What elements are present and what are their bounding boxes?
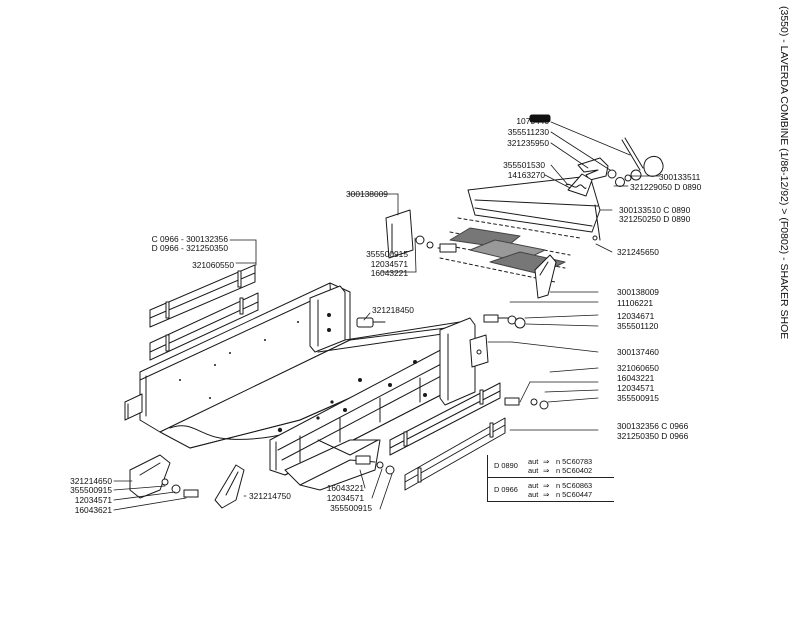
page-title: (3550) - LAVERDA COMBINE (1/86-12/92) > …: [778, 6, 790, 340]
notes-divider: [488, 477, 614, 478]
part-label-355501120: 355501120: [617, 321, 659, 331]
part-label-321214650: 321214650: [70, 476, 112, 486]
part-label-12034571-b: 12034571: [617, 383, 655, 393]
part-label-16043221-c: 16043221: [326, 483, 364, 493]
part-label-12034571-c: 12034571: [74, 495, 112, 505]
part-label-321250250: 321250250 D 0890: [619, 214, 691, 224]
part-label-16043221-b: 16043221: [617, 373, 655, 383]
part-label-321235950: 321235950: [507, 138, 549, 148]
part-label-c0966-left: C 0966 - 300132356: [151, 234, 228, 244]
serial-notes-box: D 0890 aut ⇒ n 5C60783 aut ⇒ n 5C60402 D…: [487, 455, 614, 502]
part-label-1073440: 1073440: [516, 116, 549, 126]
part-label-12034671: 12034671: [617, 311, 655, 321]
part-label-321250350-d: 321250350 D 0966: [617, 431, 689, 441]
part-label-355500915-c: 355500915: [70, 485, 112, 495]
part-label-300138009-right: 300138009: [617, 287, 659, 297]
part-label-300133511: 300133511: [659, 172, 701, 182]
part-label-321245650: 321245650: [617, 247, 659, 257]
part-label-16043621: 16043621: [74, 505, 112, 515]
part-label-12034571-d: 12034571: [326, 493, 364, 503]
part-label-355500915-b: 355500915: [617, 393, 659, 403]
part-label-11106221: 11106221: [617, 298, 654, 308]
part-label-355500915-a: 355500915: [366, 249, 408, 259]
part-label-300137460: 300137460: [617, 347, 659, 357]
part-label-321060650: 321060650: [617, 363, 659, 373]
left-rails: [149, 264, 259, 361]
part-label-300132356-c: 300132356 C 0966: [617, 421, 689, 431]
part-label-321218450: 321218450: [372, 305, 414, 315]
part-label-16043221-a: 16043221: [370, 268, 408, 278]
top-sieve: [439, 175, 601, 283]
part-label-300138009-top: 300138009: [346, 189, 388, 199]
part-label-321060550: 321060550: [192, 260, 234, 270]
part-label-355511230: 355511230: [507, 127, 549, 137]
part-label-300133510: 300133510 C 0890: [619, 205, 691, 215]
part-label-d0966-left: D 0966 - 321250350: [151, 243, 228, 253]
brackets: [129, 209, 557, 509]
part-label-355500915-d: 355500915: [330, 503, 372, 513]
part-label-321229050: 321229050 D 0890: [630, 182, 702, 192]
leader-lines: [113, 121, 661, 511]
part-label-12034571-a: 12034571: [370, 259, 408, 269]
shoe-frame: [124, 282, 476, 491]
part-label-14163270: 14163270: [507, 170, 545, 180]
part-label-355501530: 355501530: [503, 160, 545, 170]
part-label-321214750: 321214750: [249, 491, 291, 501]
